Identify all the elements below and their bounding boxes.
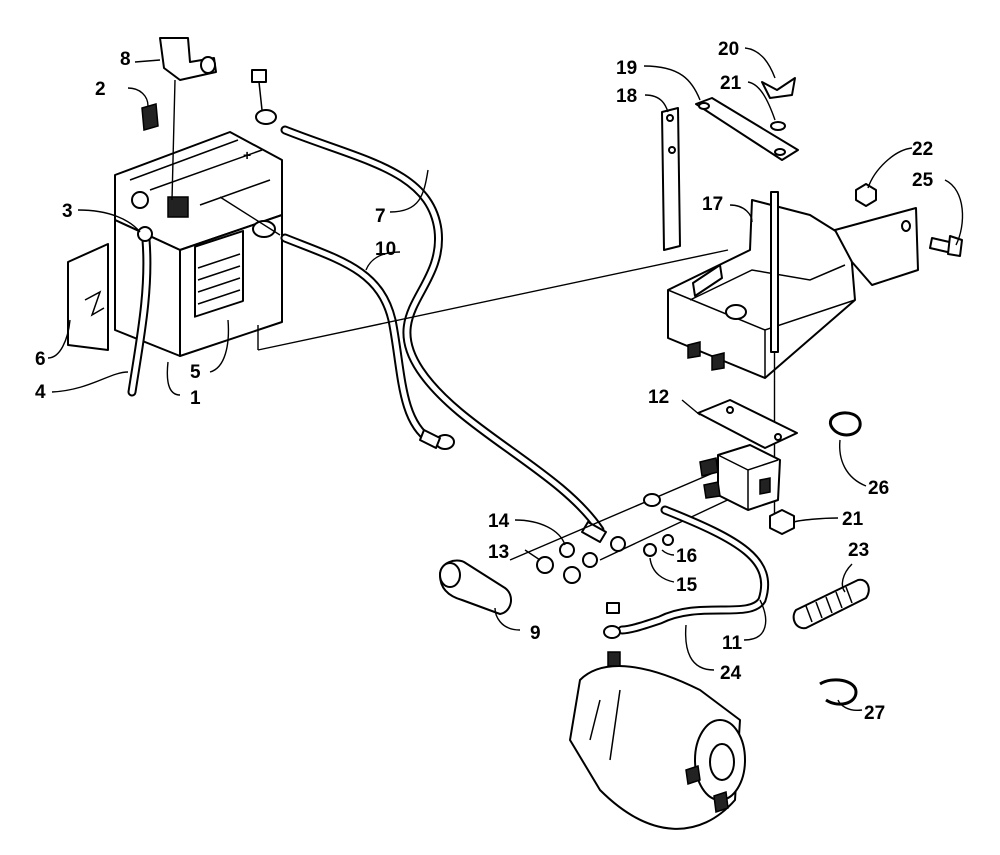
callout-13: 13	[488, 542, 509, 563]
snap-ring-27	[819, 678, 858, 706]
callout-7: 7	[375, 206, 386, 227]
nut-22	[855, 183, 877, 207]
solenoid	[699, 444, 781, 511]
callout-21-top: 21	[720, 73, 742, 94]
callout-12: 12	[648, 387, 669, 408]
callout-1: 1	[190, 388, 201, 409]
callout-18: 18	[616, 86, 637, 107]
callout-4: 4	[35, 382, 46, 403]
spring	[792, 578, 870, 630]
callout-27: 27	[864, 703, 885, 724]
callout-26: 26	[868, 478, 889, 499]
callout-25: 25	[912, 170, 934, 191]
battery-bracket	[67, 243, 109, 351]
svg-text:+: +	[243, 147, 251, 163]
vent-tube	[127, 226, 153, 397]
callout-5: 5	[190, 362, 201, 383]
washer-top	[770, 121, 786, 131]
callout-16: 16	[676, 546, 697, 567]
bolt-25	[929, 235, 963, 257]
wing-nut	[761, 77, 796, 99]
nut-21-lower	[769, 509, 795, 535]
callout-24: 24	[720, 663, 742, 684]
cable-10	[252, 220, 455, 450]
solenoid-bracket	[697, 399, 798, 449]
cable-7	[251, 69, 626, 552]
callout-10: 10	[375, 239, 396, 260]
terminal-cap	[159, 37, 217, 201]
callout-6: 6	[35, 349, 46, 370]
terminal-screw	[141, 103, 159, 131]
callout-22: 22	[912, 139, 933, 160]
snap-ring-26	[828, 411, 862, 437]
nuts-washers	[536, 534, 674, 584]
hold-down-strap	[661, 107, 681, 251]
callout-23: 23	[848, 540, 869, 561]
callout-2: 2	[95, 79, 106, 100]
callout-3: 3	[62, 201, 73, 222]
callout-19: 19	[616, 58, 637, 79]
callout-20: 20	[718, 39, 739, 60]
terminal-boot	[439, 559, 512, 615]
callout-17: 17	[702, 194, 723, 215]
battery-box	[667, 199, 919, 379]
callout-9: 9	[530, 623, 541, 644]
callout-21-bottom: 21	[842, 509, 864, 530]
callout-14: 14	[488, 511, 510, 532]
hold-down-bar	[695, 97, 799, 161]
starter-motor	[569, 651, 746, 830]
callout-8: 8	[120, 49, 131, 70]
callout-11: 11	[722, 633, 743, 654]
callout-15: 15	[676, 575, 698, 596]
cable-11	[603, 493, 770, 639]
